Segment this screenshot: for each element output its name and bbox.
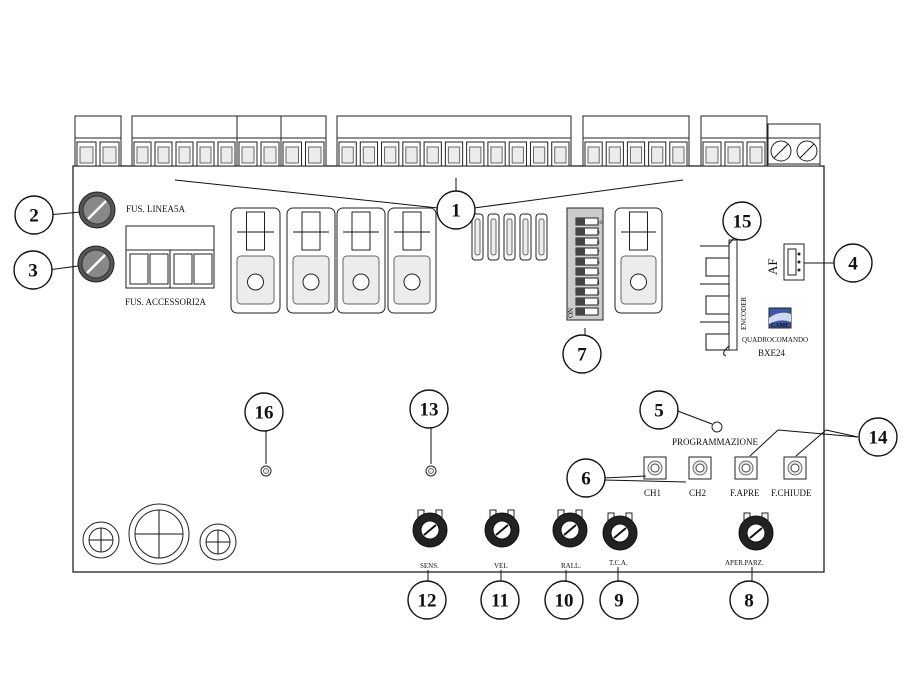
fuse-accessories [77, 245, 115, 283]
screw-terminal [767, 123, 821, 167]
callout-7: 7 [562, 334, 602, 374]
sens-label: SENS. [420, 562, 439, 570]
svg-text:9: 9 [614, 591, 624, 612]
callout-8: 8 [729, 580, 769, 620]
vel-trimmer[interactable] [484, 509, 520, 548]
aper-parz-label: APER.PARZ. [725, 559, 764, 567]
fuse-line [78, 191, 116, 229]
prog-led [711, 421, 723, 433]
svg-text:12: 12 [418, 591, 437, 612]
svg-text:3: 3 [28, 261, 38, 282]
callout-9: 9 [599, 580, 639, 620]
ch2-label: CH2 [689, 488, 706, 498]
rall-label: RALL. [561, 562, 581, 570]
callout-2: 2 [14, 195, 54, 235]
svg-text:10: 10 [597, 221, 603, 226]
fuse-acc-label: FUS. ACCESSORI2A [125, 297, 207, 307]
dip-switch: 1 2 3 4 5 6 7 8 9 10 ON [566, 207, 604, 321]
mounting-holes [82, 503, 237, 565]
svg-text:6: 6 [597, 261, 600, 266]
rall-trimmer[interactable] [552, 509, 588, 548]
svg-text:16: 16 [255, 403, 274, 424]
f-apre-button[interactable] [734, 456, 758, 480]
callout-5: 5 [639, 390, 679, 430]
svg-text:11: 11 [491, 591, 509, 612]
vel-label: VEL [494, 562, 508, 570]
svg-text:8: 8 [597, 241, 600, 246]
f-chiude-label: F.CHIUDE [771, 488, 812, 498]
svg-text:15: 15 [733, 212, 752, 233]
svg-text:13: 13 [420, 400, 439, 421]
encoder-label: ENCODER [740, 297, 748, 330]
sens-trimmer[interactable] [412, 509, 448, 548]
svg-text:2: 2 [597, 301, 600, 306]
push-buttons [643, 456, 807, 480]
heatsink [471, 213, 548, 261]
svg-text:3: 3 [597, 291, 600, 296]
came-logo: CAME [768, 307, 792, 329]
tca-trimmer[interactable] [602, 512, 638, 551]
accessory-terminal [125, 225, 215, 289]
f-chiude-button[interactable] [783, 456, 807, 480]
svg-text:1: 1 [451, 201, 461, 222]
board-name-label: QUADROCOMANDO [742, 336, 808, 344]
svg-text:4: 4 [597, 281, 600, 286]
callout-1: 1 [436, 190, 476, 230]
aper-parz-trimmer[interactable] [738, 512, 774, 551]
callout-16: 16 [244, 392, 284, 432]
svg-text:7: 7 [597, 251, 600, 256]
f-apre-label: F.APRE [730, 488, 760, 498]
callout-6: 6 [566, 458, 606, 498]
callout-11: 11 [480, 580, 520, 620]
svg-text:4: 4 [848, 254, 858, 275]
relays [230, 207, 663, 314]
trimmers [412, 509, 774, 551]
ch1-label: CH1 [644, 488, 661, 498]
svg-text:9: 9 [597, 231, 600, 236]
model-label: BXE24 [758, 348, 786, 358]
svg-text:5: 5 [654, 401, 664, 422]
callout-10: 10 [544, 580, 584, 620]
af-connector [783, 243, 805, 281]
callout-3: 3 [13, 250, 53, 290]
svg-text:10: 10 [555, 591, 574, 612]
callout-4: 4 [833, 243, 873, 283]
prog-label: PROGRAMMAZIONE [672, 437, 759, 447]
dip-on-label: ON [567, 308, 575, 318]
svg-text:14: 14 [869, 428, 889, 449]
svg-text:6: 6 [581, 469, 591, 490]
ch2-button[interactable] [688, 456, 712, 480]
af-label: AF [765, 258, 780, 275]
callout-14: 14 [858, 417, 898, 457]
tca-label: T.C.A. [609, 559, 628, 567]
terminal-blocks [74, 115, 768, 167]
callout-13: 13 [409, 389, 449, 429]
encoder-connector [700, 239, 738, 357]
fuse-line-label: FUS. LINEA5A [126, 204, 186, 214]
svg-text:2: 2 [29, 206, 39, 227]
ch1-button[interactable] [643, 456, 667, 480]
svg-text:5: 5 [597, 271, 600, 276]
svg-text:CAME: CAME [771, 323, 789, 329]
svg-text:7: 7 [577, 345, 587, 366]
callout-15: 15 [722, 201, 762, 241]
svg-text:8: 8 [744, 591, 754, 612]
callout-12: 12 [407, 580, 447, 620]
svg-text:1: 1 [597, 311, 600, 316]
